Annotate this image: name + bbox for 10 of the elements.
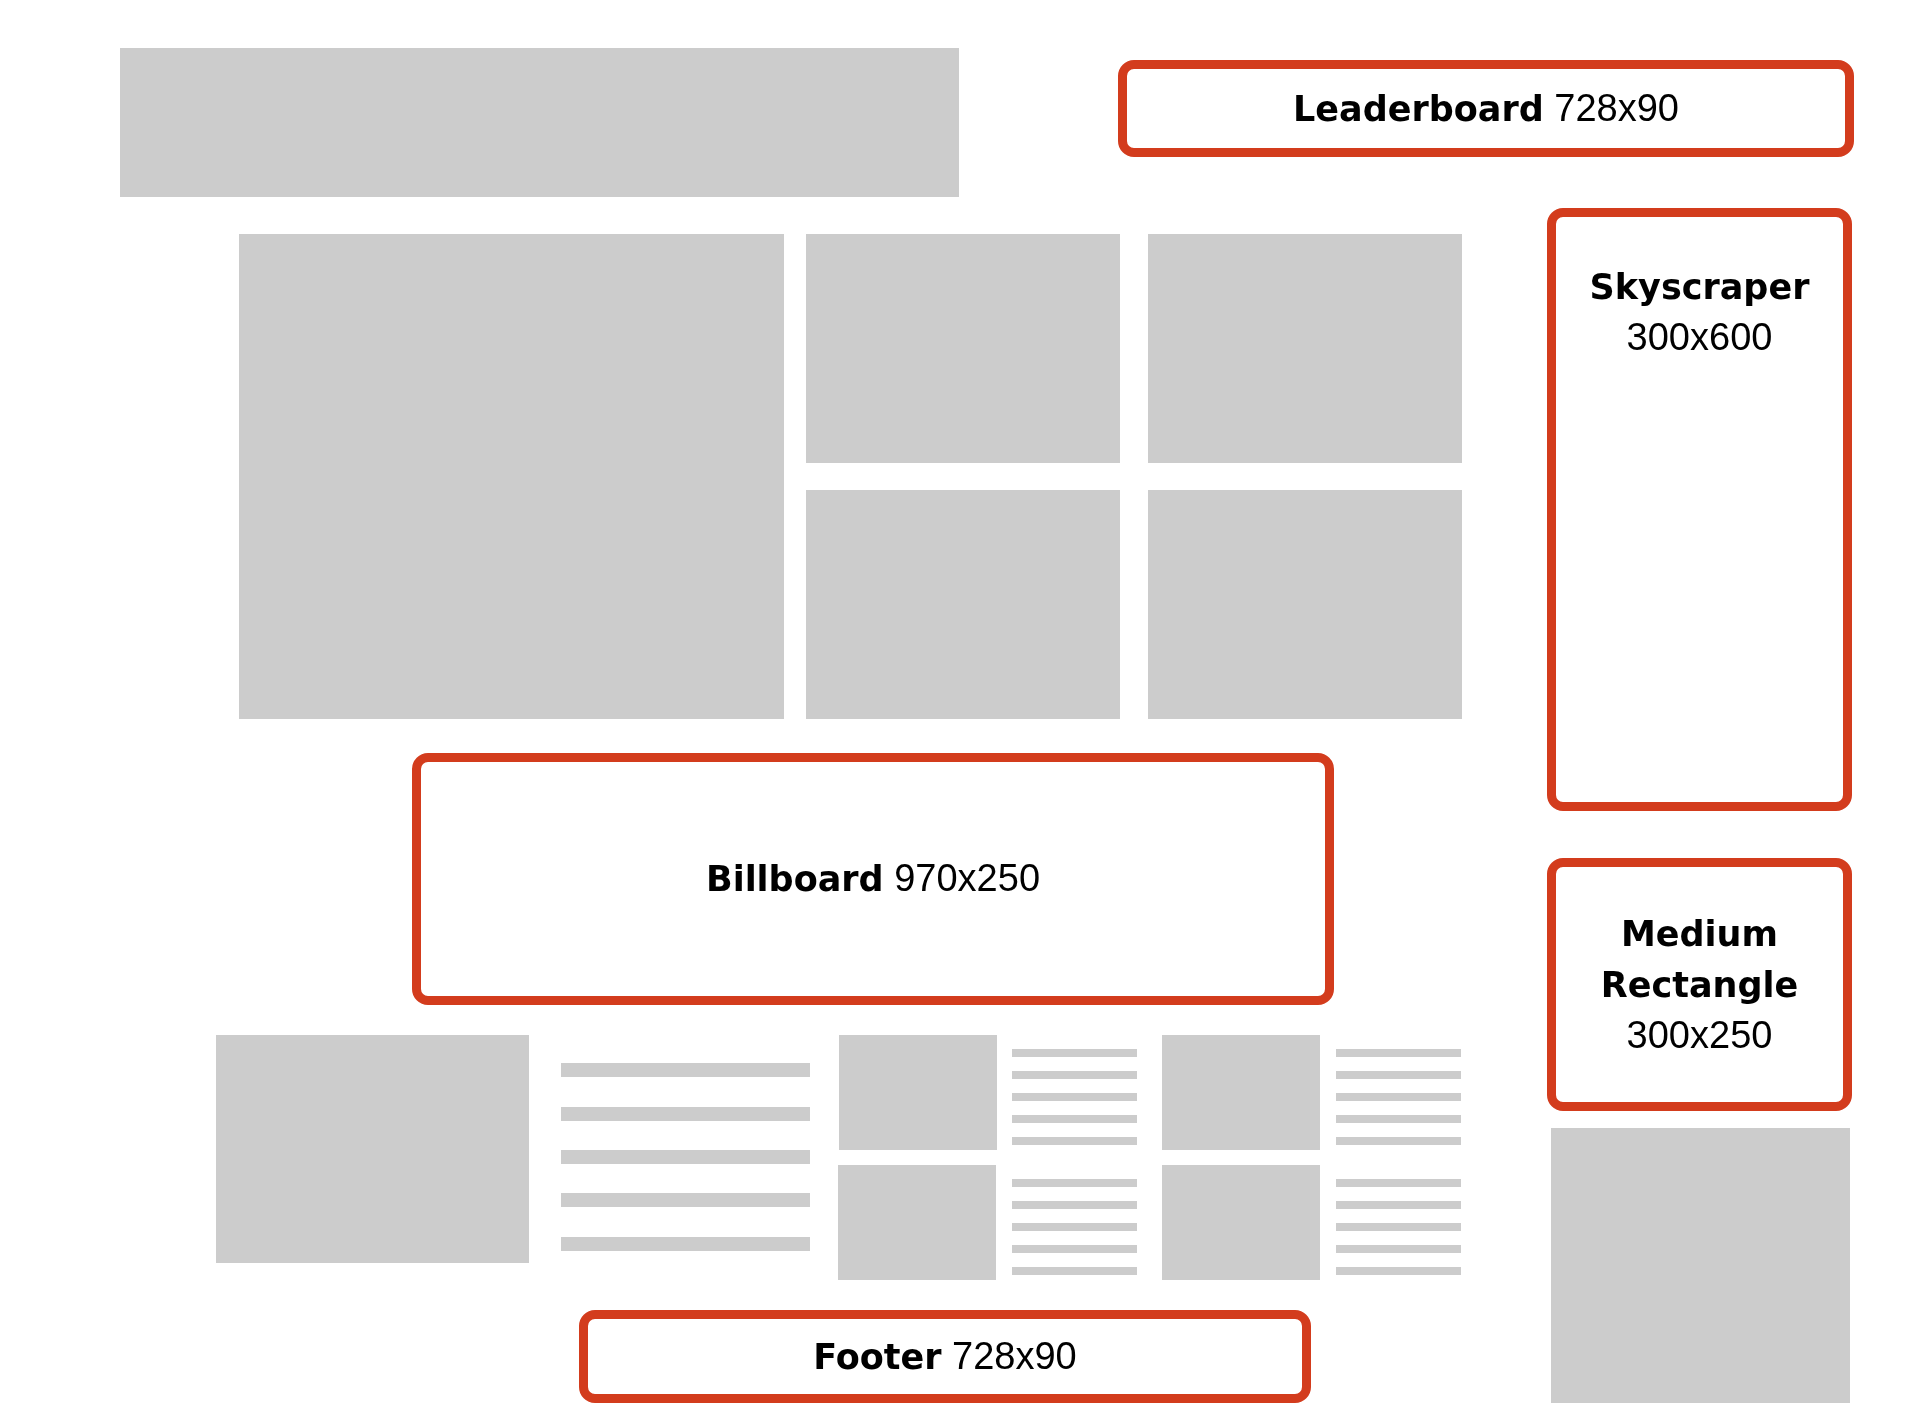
- ad-slot-label: Leaderboard 728x90: [1293, 85, 1679, 131]
- ad-slot-label: Medium Rectangle 300x250: [1599, 912, 1800, 1059]
- ad-slot-box: [579, 1310, 1311, 1403]
- ad-slot-box: [1547, 858, 1852, 1111]
- ad-slot-label: Skyscraper 300x600: [1588, 266, 1811, 361]
- ad-slot-box: [1547, 208, 1852, 811]
- ad-slot-box: [412, 753, 1334, 1005]
- ad-slot-box: [1118, 60, 1854, 157]
- ad-slot-label: Billboard 970x250: [705, 856, 1041, 902]
- ad-slot-label: Footer 728x90: [813, 1333, 1077, 1379]
